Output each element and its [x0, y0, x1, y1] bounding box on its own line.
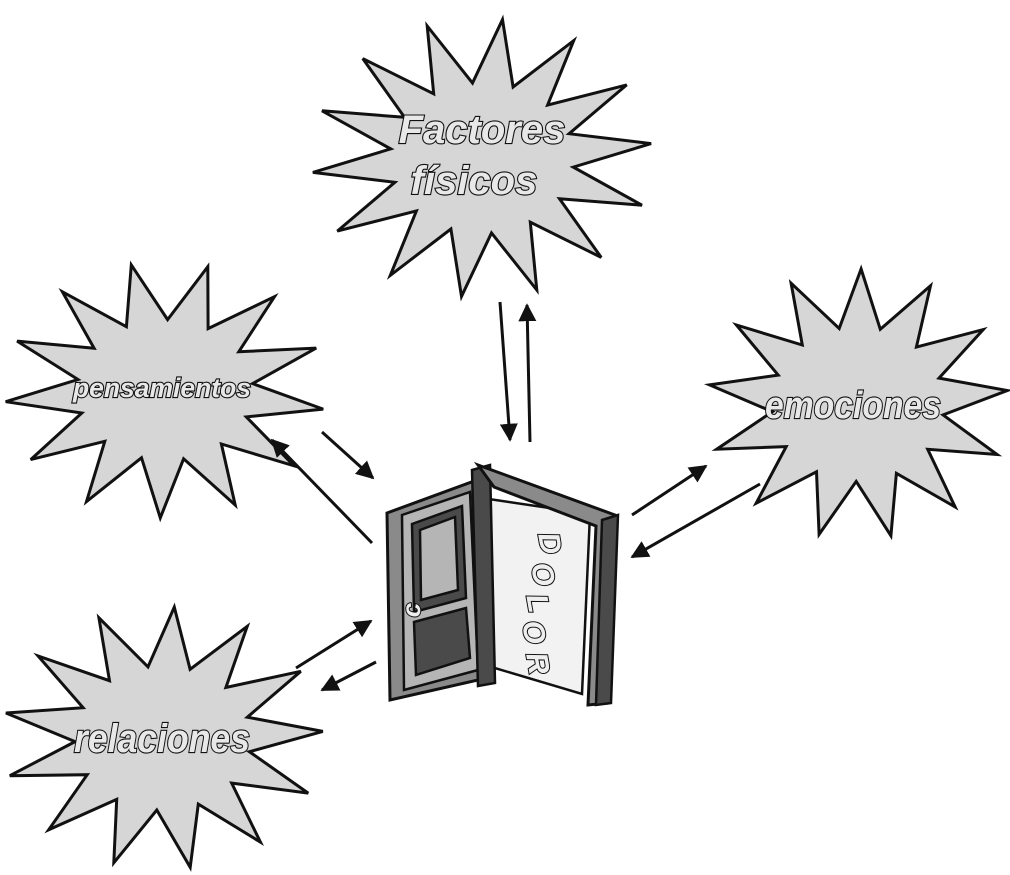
emociones-label: emociones [765, 385, 941, 427]
arrow-dolor-to-pensamientos [270, 438, 374, 545]
door-dolor: c D O L O R [385, 461, 620, 707]
relaciones-burst [5, 602, 324, 872]
factores-label-line2: físicos [411, 159, 538, 203]
door-knob-glyph: c [396, 602, 426, 617]
factores-label-line1: Factores [399, 108, 566, 152]
relaciones-label: relaciones [74, 717, 250, 761]
arrow-dolor-to-factores [518, 303, 537, 443]
arrow-relaciones-to-dolor [295, 619, 373, 670]
emociones-burst [703, 264, 1010, 541]
factores-fisicos-burst [312, 14, 652, 302]
arrow-dolor-to-relaciones [320, 660, 377, 692]
pensamientos-burst [5, 260, 324, 523]
arrow-emociones-to-dolor [630, 482, 761, 559]
arrow-dolor-to-emociones [631, 464, 708, 517]
arrow-factores-to-dolor [498, 301, 518, 442]
arrow-pensamientos-to-dolor [320, 430, 375, 480]
pensamientos-label: pensamientos [72, 373, 251, 403]
